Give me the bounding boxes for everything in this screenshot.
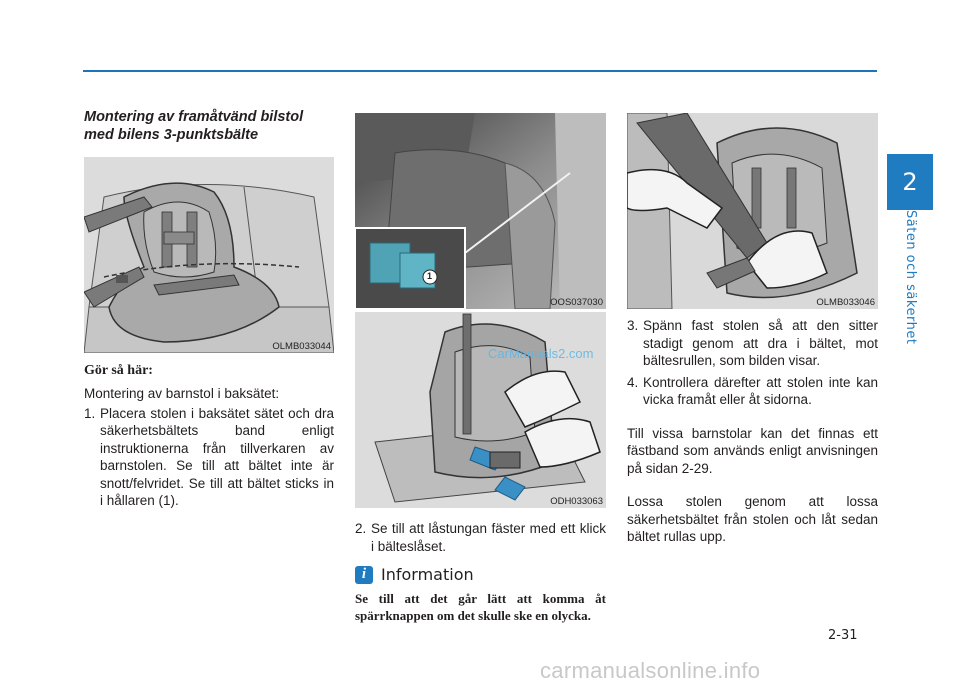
step-4: 4. Kontrollera därefter att stolen inte … bbox=[627, 374, 878, 409]
figure-code: OLMB033046 bbox=[816, 297, 875, 308]
paragraph-release: Lossa stolen genom att lossa säkerhetsbä… bbox=[627, 494, 878, 544]
section-title: Montering av framåtvänd bilstol med bile… bbox=[84, 109, 304, 143]
info-icon: i bbox=[355, 565, 373, 584]
step-text: Spänn fast stolen så att den sitter stad… bbox=[643, 318, 878, 368]
column-3: OLMB033046 3. Spänn fast stolen så att d… bbox=[627, 113, 878, 546]
figure-child-seat: OLMB033044 bbox=[84, 157, 334, 353]
step-text: Placera stolen i baksätet sätet och dra … bbox=[100, 405, 334, 509]
watermark-carmanualsonline: carmanualsonline.info bbox=[540, 658, 761, 683]
intro-text: Montering av barnstol i baksätet: bbox=[84, 386, 280, 401]
buckle-illustration bbox=[355, 312, 606, 508]
step-1: 1. Placera stolen i baksätet sätet och d… bbox=[84, 405, 334, 510]
child-seat-illustration bbox=[84, 157, 334, 353]
step-text: Kontrollera därefter att stolen inte kan… bbox=[643, 374, 878, 408]
figure-code: ODH033063 bbox=[550, 496, 603, 507]
figure-buckle: ODH033063 bbox=[355, 312, 606, 508]
column-1: Montering av framåtvänd bilstol med bile… bbox=[84, 108, 334, 510]
step-number: 1. bbox=[84, 405, 96, 421]
step-number: 2. bbox=[355, 521, 367, 536]
callout-1: 1 bbox=[427, 271, 433, 281]
step-text: Se till att låstungan fäster med ett kli… bbox=[371, 521, 606, 554]
info-header: i Information bbox=[355, 565, 606, 584]
watermark-carmanuals2: CarManuals2.com bbox=[488, 346, 594, 361]
paragraph-tether: Till vissa barnstolar kan det finnas ett… bbox=[627, 425, 878, 476]
page-number: 2-31 bbox=[828, 628, 858, 643]
step-2: 2. Se till att låstungan fäster med ett … bbox=[355, 520, 606, 555]
tighten-illustration bbox=[627, 113, 878, 309]
figure-code: OOS037030 bbox=[550, 297, 603, 308]
rear-seat-photo bbox=[355, 113, 606, 309]
chapter-tab: 2 bbox=[887, 154, 933, 210]
step-number: 3. bbox=[627, 318, 639, 333]
figure-code: OLMB033044 bbox=[272, 341, 331, 352]
step-number: 4. bbox=[627, 374, 639, 390]
figure-rear-seat: 1 OOS037030 bbox=[355, 113, 606, 309]
chapter-side-label: Säten och säkerhet bbox=[887, 210, 933, 350]
chapter-number: 2 bbox=[902, 168, 918, 196]
figure-tighten: OLMB033046 bbox=[627, 113, 878, 309]
top-rule bbox=[83, 70, 877, 72]
step-3: 3. Spänn fast stolen så att den sitter s… bbox=[627, 317, 878, 370]
info-title: Information bbox=[381, 565, 474, 584]
chapter-title: Säten och säkerhet bbox=[903, 210, 918, 345]
info-text: Se till att det går lätt att komma åt sp… bbox=[355, 591, 606, 623]
subheading: Gör så här: bbox=[84, 363, 153, 378]
column-2: 1 OOS037030 ODH033063 2. Se till att lås… bbox=[355, 113, 606, 624]
